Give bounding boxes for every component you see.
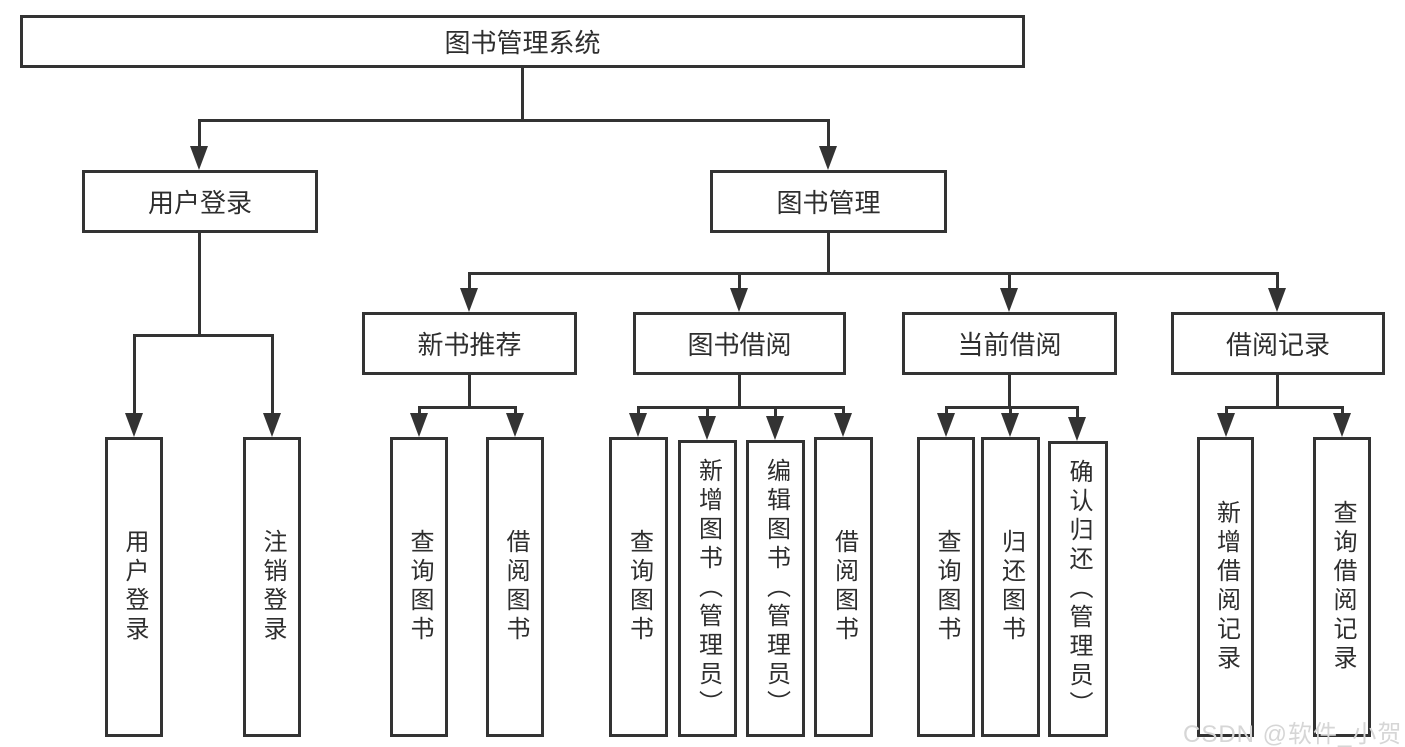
leaf-edit-book-admin: 编辑图书（管理员） [746,440,805,737]
connector-shaft [1076,406,1079,418]
connector-shaft [1009,406,1012,418]
arrow-down-icon [834,413,852,437]
connector-shaft [706,406,709,418]
connector-newbook-stem [468,375,471,409]
connector-shaft-current [1008,272,1011,292]
arrow-down-icon [1001,413,1019,437]
node-book-management: 图书管理 [710,170,947,233]
leaf-query-book-current: 查询图书 [917,437,975,737]
connector-shaft [842,406,845,418]
connector-shaft [945,406,948,418]
node-new-book-recommend: 新书推荐 [362,312,577,375]
connector-shaft-book-mgmt [827,119,830,151]
connector-borrowing-bar [637,406,844,409]
leaf-query-book-recommend: 查询图书 [390,437,448,737]
connector-newbook-bar [418,406,517,409]
leaf-query-book-borrowing: 查询图书 [609,437,668,737]
leaf-user-login: 用户登录 [105,437,163,737]
arrow-down-icon [190,146,208,170]
connector-shaft-borrowing [738,272,741,292]
leaf-add-borrow-record: 新增借阅记录 [1197,437,1254,737]
connector-shaft-leaf-logout [271,334,274,418]
connector-records-bar [1225,406,1343,409]
connector-shaft [418,406,421,418]
connector-shaft-records [1276,272,1279,292]
leaf-confirm-return-admin: 确认归还（管理员） [1048,441,1108,737]
arrow-down-icon [730,288,748,312]
leaf-return-book: 归还图书 [981,437,1040,737]
connector-shaft [774,406,777,418]
arrow-down-icon [263,413,281,437]
leaf-query-borrow-record: 查询借阅记录 [1313,437,1371,737]
node-library-system: 图书管理系统 [20,15,1025,68]
arrow-down-icon [937,413,955,437]
connector-current-stem [1008,375,1011,409]
arrow-down-icon [1268,288,1286,312]
connector-userlogin-stem [198,233,201,337]
connector-shaft-newbook [468,272,471,292]
node-user-login: 用户登录 [82,170,318,233]
connector-shaft [1341,406,1344,418]
leaf-add-book-admin: 新增图书（管理员） [678,440,737,737]
connector-borrowing-stem [738,375,741,409]
leaf-logout: 注销登录 [243,437,301,737]
arrow-down-icon [629,413,647,437]
node-borrow-records: 借阅记录 [1171,312,1385,375]
connector-shaft [637,406,640,418]
arrow-down-icon [1000,288,1018,312]
arrow-down-icon [460,288,478,312]
connector-bookmgmt-stem [827,233,830,275]
arrow-down-icon [1068,417,1086,441]
leaf-borrow-book: 借阅图书 [814,437,873,737]
connector-userlogin-bar [133,334,274,337]
arrow-down-icon [410,413,428,437]
arrow-down-icon [1333,413,1351,437]
connector-root-bar [198,119,830,122]
connector-records-stem [1276,375,1279,409]
connector-root-stem [521,68,524,121]
node-current-borrowing: 当前借阅 [902,312,1117,375]
connector-shaft [514,406,517,418]
arrow-down-icon [506,413,524,437]
connector-shaft-leaf-login [133,334,136,418]
arrow-down-icon [125,413,143,437]
connector-current-bar [945,406,1079,409]
connector-shaft-user-login [198,119,201,151]
arrow-down-icon [1217,413,1235,437]
leaf-borrow-book-recommend: 借阅图书 [486,437,544,737]
connector-shaft [1225,406,1228,418]
arrow-down-icon [766,416,784,440]
connector-bookmgmt-bar [468,272,1279,275]
node-book-borrowing: 图书借阅 [633,312,846,375]
arrow-down-icon [698,416,716,440]
arrow-down-icon [819,146,837,170]
